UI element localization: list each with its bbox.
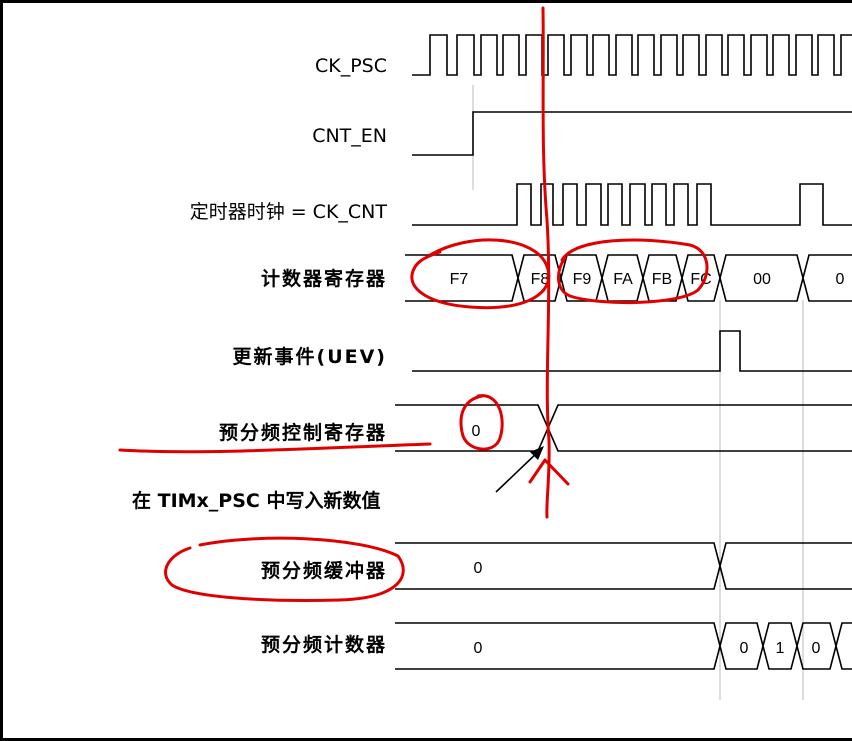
red-up-arrow xyxy=(528,458,570,486)
red-circle-counter-f7-f8 xyxy=(410,238,551,310)
counter-value: 00 xyxy=(753,271,771,288)
prescaler-buffer-value: 0 xyxy=(474,560,483,577)
waveform-ck-psc xyxy=(412,34,852,76)
prescaler-counter-value: 0 xyxy=(812,640,821,657)
counter-value: FA xyxy=(613,271,633,288)
waveform-ck-cnt xyxy=(412,183,852,226)
counter-value: 0 xyxy=(836,271,845,288)
annotation-arrow xyxy=(495,449,541,493)
counter-value: FB xyxy=(652,271,672,288)
counter-value: F9 xyxy=(573,271,592,288)
counter-value: F8 xyxy=(531,271,550,288)
signal-label-cnt-en: CNT_EN xyxy=(312,125,387,147)
signal-label-ck-cnt: 定时器时钟 = CK_CNT xyxy=(189,201,387,223)
waveform-update-event xyxy=(412,330,852,372)
signal-label-update-event: 更新事件(UEV) xyxy=(232,346,387,368)
signal-label-counter-register: 计数器寄存器 xyxy=(260,268,387,290)
bus-counter-register xyxy=(405,254,852,302)
prescaler-counter-value: 0 xyxy=(474,640,483,657)
red-underline-prescaler-control xyxy=(118,442,432,454)
annotation-write-new-value: 在 TIMx_PSC 中写入新数值 xyxy=(132,490,381,512)
red-vertical-line xyxy=(541,6,551,519)
signal-label-prescaler-counter: 预分频计数器 xyxy=(260,634,387,656)
signal-label-prescaler-control: 预分频控制寄存器 xyxy=(218,422,387,444)
red-circle-counter-f9-fc xyxy=(557,238,709,305)
prescaler-counter-value: 1 xyxy=(776,640,785,657)
red-circle-prescaler-zero xyxy=(459,394,504,451)
prescaler-control-value: 0 xyxy=(472,423,481,440)
prescaler-counter-value: 0 xyxy=(740,640,749,657)
signal-label-prescaler-buffer: 预分频缓冲器 xyxy=(260,560,387,582)
annotation-arrowhead xyxy=(530,446,544,460)
waveform-cnt-en xyxy=(412,111,852,156)
bus-prescaler-buffer xyxy=(395,542,852,590)
signal-label-ck-psc: CK_PSC xyxy=(314,55,387,77)
counter-value: F7 xyxy=(450,271,469,288)
bus-prescaler-counter xyxy=(395,622,852,670)
red-circle-prescaler-buffer xyxy=(164,536,405,602)
